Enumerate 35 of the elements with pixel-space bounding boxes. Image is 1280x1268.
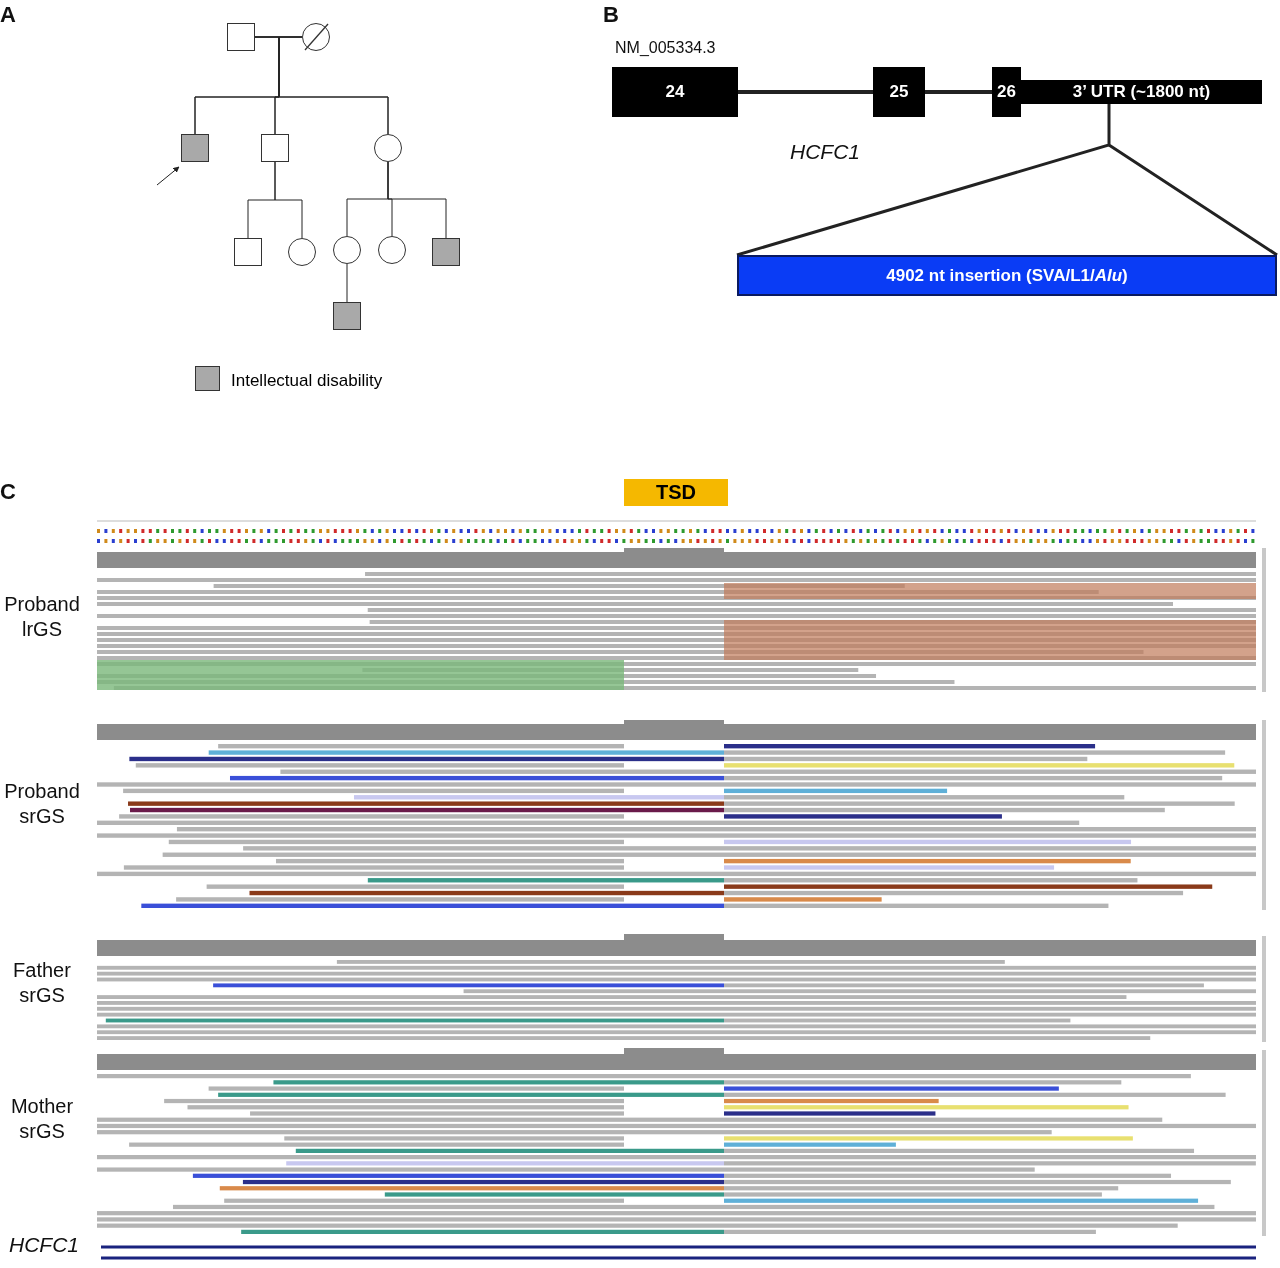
pedigree-square xyxy=(333,302,361,330)
pedigree-circle xyxy=(333,236,361,264)
track-label: Mother srGS xyxy=(9,1094,75,1144)
connector-line xyxy=(387,161,447,239)
exon-box: 24 xyxy=(612,67,738,117)
exon-box: 25 xyxy=(873,67,925,117)
track-label: Proband srGS xyxy=(3,779,81,829)
pedigree-circle xyxy=(302,23,330,51)
pedigree-square xyxy=(261,134,289,162)
pedigree-circle xyxy=(378,236,406,264)
track-label: Proband lrGS xyxy=(3,592,81,642)
connector-line xyxy=(346,263,348,303)
panel-letter: C xyxy=(0,479,16,505)
connector-line xyxy=(735,102,1279,257)
exon-box: 26 xyxy=(992,67,1021,117)
pedigree-circle xyxy=(288,238,316,266)
pedigree-circle xyxy=(374,134,402,162)
track-label: Father srGS xyxy=(12,958,72,1008)
gene-name: HCFC1 xyxy=(790,140,860,164)
panel-letter: A xyxy=(0,2,16,28)
tsd-box: TSD xyxy=(624,479,728,506)
connector-line xyxy=(278,36,389,135)
insertion-box: 4902 nt insertion (SVA/L1/Alu) xyxy=(737,255,1277,296)
gene-name: HCFC1 xyxy=(8,1232,80,1258)
utr-bar: 3’ UTR (~1800 nt) xyxy=(1021,80,1262,104)
panel-letter: B xyxy=(603,2,619,28)
pedigree-square xyxy=(181,134,209,162)
arrow xyxy=(156,166,180,186)
legend-label: Intellectual disability xyxy=(231,371,383,391)
connector-line xyxy=(274,161,303,239)
pedigree-square xyxy=(432,238,460,266)
pedigree-square xyxy=(234,238,262,266)
connector-line xyxy=(925,90,992,94)
connector-line xyxy=(738,90,873,94)
pedigree-square xyxy=(227,23,255,51)
